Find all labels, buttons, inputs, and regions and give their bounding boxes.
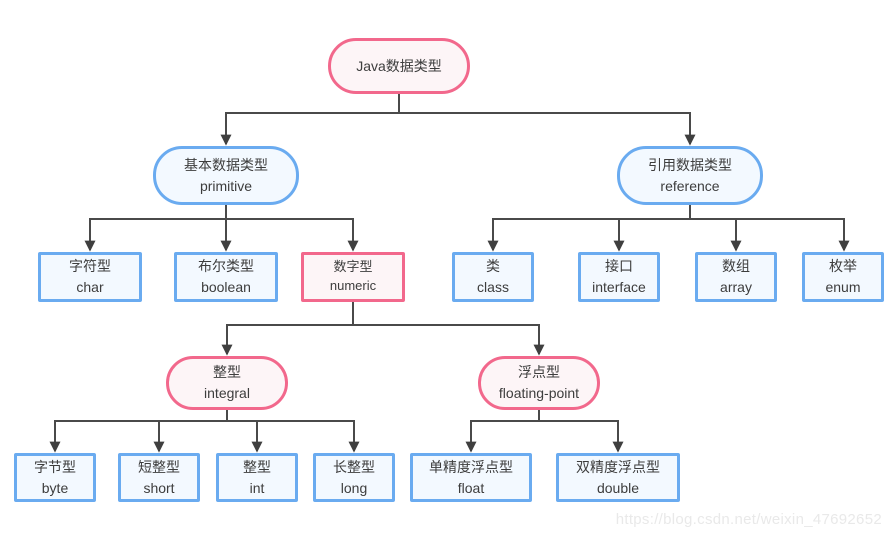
csdn-watermark: https://blog.csdn.net/weixin_47692652 [615,511,882,528]
node-short: 短整型 short [118,453,200,502]
node-label-zh: 整型 [243,458,271,475]
node-label-zh: 长整型 [333,458,375,475]
node-label-zh: 整型 [213,364,241,380]
node-class: 类 class [452,252,534,302]
node-label-zh: 类 [486,258,500,274]
node-java-data-type: Java数据类型 [328,38,470,94]
node-label-en: char [76,279,104,295]
node-label-en: primitive [199,177,253,194]
node-label-zh: 浮点型 [518,364,560,380]
node-label-zh: 引用数据类型 [648,156,732,173]
node-label-en: double [596,479,640,496]
node-label-en: interface [592,279,646,295]
node-floating-point: 浮点型 floating-point [478,356,600,410]
node-label-zh: 字节型 [34,458,76,475]
node-numeric: 数字型 numeric [301,252,405,302]
node-label-en: int [249,479,265,496]
node-label-en: long [340,479,368,496]
node-label-en: short [143,479,175,496]
node-label-zh: 字符型 [69,258,111,274]
node-primitive: 基本数据类型 primitive [153,146,299,205]
node-label-en: floating-point [498,385,580,401]
node-label-zh: 双精度浮点型 [576,458,660,475]
node-double: 双精度浮点型 double [556,453,680,502]
node-label-zh: 短整型 [138,458,180,475]
node-label-zh: 布尔类型 [198,258,254,274]
node-label-en: boolean [201,279,251,295]
node-label-en: integral [204,385,250,401]
node-enum: 枚举 enum [802,252,884,302]
node-label-en: array [720,279,752,295]
node-label-zh: 数组 [722,258,750,274]
node-label: Java数据类型 [356,57,442,74]
node-label-en: float [457,479,485,496]
node-label-en: class [477,279,509,295]
node-int: 整型 int [216,453,298,502]
node-float: 单精度浮点型 float [410,453,532,502]
node-integral: 整型 integral [166,356,288,410]
node-char: 字符型 char [38,252,142,302]
node-label-en: reference [660,177,720,194]
node-label-en: byte [41,479,69,496]
node-label-zh: 接口 [605,258,633,274]
node-reference: 引用数据类型 reference [617,146,763,205]
node-label-zh: 单精度浮点型 [429,458,513,475]
node-boolean: 布尔类型 boolean [174,252,278,302]
node-label-en: numeric [329,278,377,293]
node-interface: 接口 interface [578,252,660,302]
node-label-zh: 基本数据类型 [184,156,268,173]
node-label-en: enum [825,279,861,295]
node-label-zh: 数字型 [333,259,373,275]
node-byte: 字节型 byte [14,453,96,502]
node-label-zh: 枚举 [829,258,857,274]
node-array: 数组 array [695,252,777,302]
node-long: 长整型 long [313,453,395,502]
